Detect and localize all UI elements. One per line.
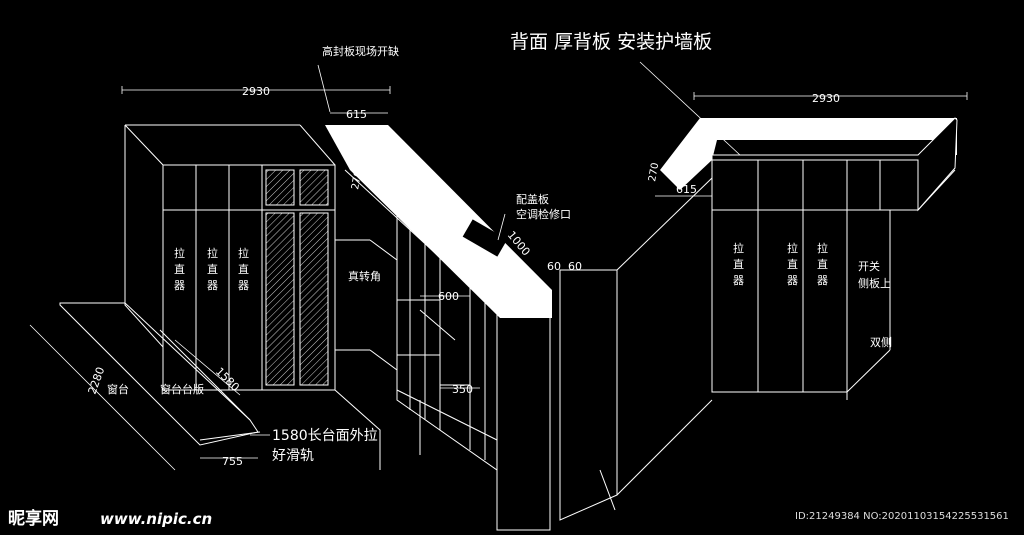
- svg-text:直: 直: [238, 262, 249, 276]
- dim-615-left: 615: [346, 108, 367, 121]
- pull-label-r1: 拉直器: [733, 241, 744, 287]
- svg-text:直: 直: [174, 262, 185, 276]
- glass-door-top-right: [299, 169, 329, 206]
- pei-gai-label: 配盖板: [516, 192, 549, 206]
- svg-text:拉: 拉: [238, 246, 249, 260]
- pull-label-r2: 拉直器: [787, 241, 798, 287]
- ac-port-label: 空调检修口: [516, 207, 571, 221]
- dim-top-width-left: 2930: [242, 85, 270, 98]
- svg-text:拉: 拉: [733, 241, 744, 255]
- dim-2280: 2280: [86, 365, 108, 396]
- right-wardrobe: [559, 159, 956, 521]
- back-note: 背面 厚背板 安装护墙板: [510, 31, 712, 53]
- svg-text:拉: 拉: [174, 246, 185, 260]
- svg-text:拉: 拉: [817, 241, 828, 255]
- dim-300: 300: [520, 276, 541, 289]
- svg-text:直: 直: [733, 257, 744, 271]
- long-top-label-2: 好滑轨: [272, 447, 314, 464]
- svg-text:器: 器: [207, 279, 218, 292]
- svg-text:器: 器: [787, 274, 798, 287]
- pull-label-2: 拉直器: [207, 246, 218, 292]
- dim-60a: 60: [547, 260, 561, 273]
- dim-600: 600: [438, 290, 459, 303]
- long-top-label-1: 1580长台面外拉: [272, 428, 378, 444]
- pull-label-r3: 拉直器: [817, 241, 828, 287]
- left-top-slab: [325, 125, 552, 318]
- dim-top-width-right: 2930: [812, 92, 840, 105]
- top-note: 高封板现场开缺: [322, 44, 399, 58]
- watermark-url: www.nipic.cn: [100, 510, 212, 528]
- svg-text:直: 直: [207, 262, 218, 276]
- corner-label: 真转角: [348, 269, 381, 283]
- dim-350: 350: [452, 383, 473, 396]
- glass-door-left: [265, 212, 295, 386]
- pull-label-1: 拉直器: [174, 246, 185, 292]
- svg-text:拉: 拉: [207, 246, 218, 260]
- left-wardrobe: [59, 124, 498, 471]
- dim-615-right: 615: [676, 183, 697, 196]
- dim-270-right: 270: [647, 162, 661, 183]
- right-top-box: [711, 117, 958, 212]
- svg-text:器: 器: [733, 274, 744, 287]
- svg-text:直: 直: [817, 257, 828, 271]
- dim-270-left: 270: [350, 170, 364, 191]
- svg-text:拉: 拉: [787, 241, 798, 255]
- ac-access-cutout: [462, 219, 508, 257]
- right-top-slab: [660, 118, 957, 190]
- watermark-id: ID:21249384 NO:20201103154225531561: [795, 511, 1009, 522]
- double-side-label: 双侧: [870, 336, 892, 349]
- side-board-label: 侧板上: [858, 276, 891, 290]
- glass-door-right: [299, 212, 329, 386]
- svg-text:器: 器: [817, 274, 828, 287]
- watermark-logo: 昵享网: [8, 508, 59, 529]
- svg-text:器: 器: [174, 279, 185, 292]
- dim-755: 755: [222, 455, 243, 468]
- glass-door-top-left: [265, 169, 295, 206]
- dimension-lines: [29, 61, 968, 471]
- svg-text:直: 直: [787, 257, 798, 271]
- pull-label-3: 拉直器: [238, 246, 249, 292]
- svg-text:器: 器: [238, 279, 249, 292]
- window-sill-label: 窗台: [107, 382, 129, 396]
- side-open-label: 开关: [858, 259, 880, 273]
- dim-60b: 60: [568, 260, 582, 273]
- window-board-label: 窗台台版: [160, 382, 204, 396]
- end-panel-left: [496, 318, 551, 531]
